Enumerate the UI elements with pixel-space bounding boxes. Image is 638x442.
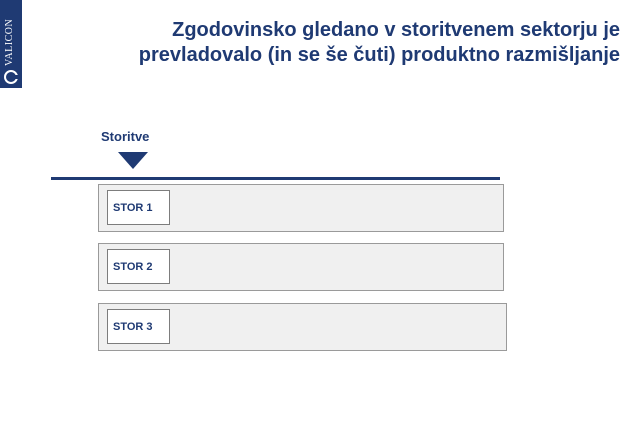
arrow-down-icon bbox=[118, 152, 148, 169]
section-label: Storitve bbox=[101, 129, 150, 144]
slide-title-line-1: Zgodovinsko gledano v storitvenem sektor… bbox=[172, 19, 620, 41]
slide-title-line-2: prevladovalo (in se še čuti) produktno r… bbox=[138, 44, 620, 66]
service-row-label: STOR 2 bbox=[107, 249, 170, 284]
slide-title: Zgodovinsko gledano v storitvenem sektor… bbox=[60, 18, 620, 68]
service-row-1: STOR 1 bbox=[98, 184, 504, 232]
service-row-label: STOR 3 bbox=[107, 309, 170, 344]
logo-c-icon bbox=[4, 70, 18, 84]
section-divider bbox=[51, 177, 500, 180]
service-row-3: STOR 3 bbox=[98, 303, 507, 351]
service-row-2: STOR 2 bbox=[98, 243, 504, 291]
service-row-label: STOR 1 bbox=[107, 190, 170, 225]
logo-text: VALICON bbox=[4, 18, 15, 66]
logo: VALICON bbox=[0, 0, 22, 88]
